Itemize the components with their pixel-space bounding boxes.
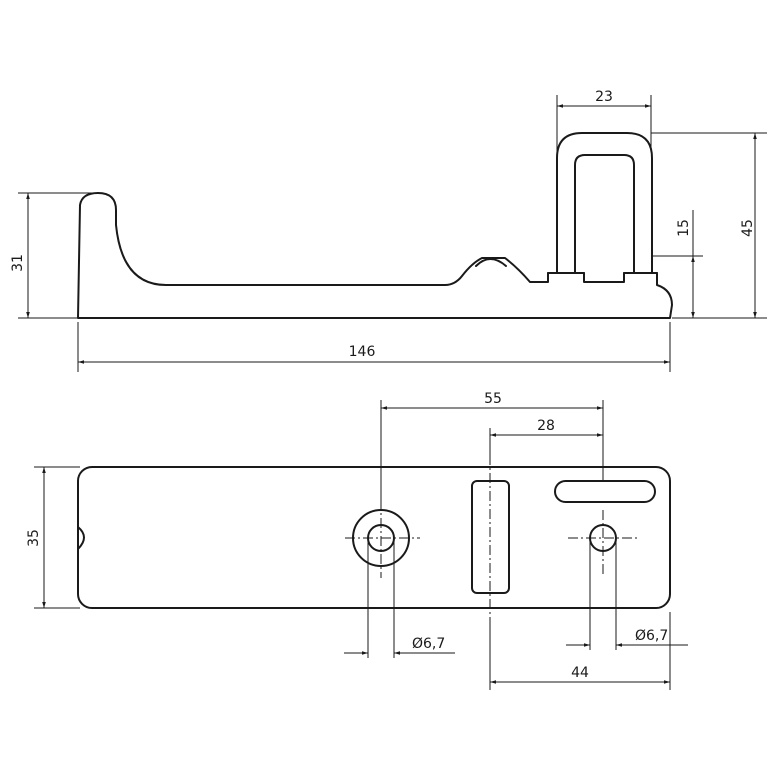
plan-view: 55 28 35 Ø6,7 Ø6,7 44 xyxy=(26,391,688,690)
dim-text-28: 28 xyxy=(537,418,555,434)
dim-text-d67-left: Ø6,7 xyxy=(412,636,445,652)
dim-text-146: 146 xyxy=(349,344,376,360)
dim-text-44: 44 xyxy=(571,665,589,681)
dim-text-45: 45 xyxy=(740,219,756,237)
side-view-body-outline xyxy=(77,192,673,319)
side-view: 23 45 15 31 146 xyxy=(10,89,767,372)
dim-text-55: 55 xyxy=(484,391,502,407)
dim-text-35: 35 xyxy=(26,529,42,547)
dim-text-23: 23 xyxy=(595,89,613,105)
side-view-bracket-inner xyxy=(574,154,635,274)
side-view-nub xyxy=(475,258,507,267)
dim-text-d67-right: Ø6,7 xyxy=(635,628,668,644)
dim-text-15: 15 xyxy=(676,219,692,237)
dim-text-31: 31 xyxy=(10,254,26,272)
plan-view-notch xyxy=(77,526,85,550)
plan-view-right-slot xyxy=(554,480,656,503)
plan-view-body-outline xyxy=(77,466,671,609)
